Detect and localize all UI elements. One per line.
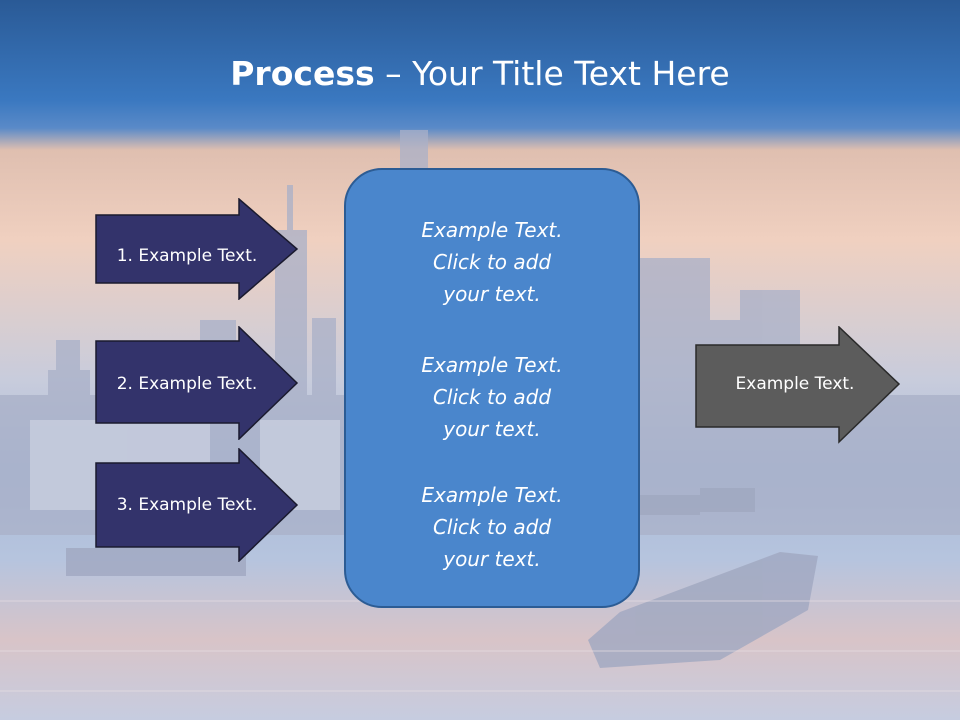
right-arrow[interactable]: Example Text. [695, 326, 901, 444]
title-bold: Process [230, 54, 375, 93]
slide-title[interactable]: Process – Your Title Text Here [0, 52, 960, 96]
center-text-2-line2: Click to add [432, 385, 552, 409]
center-text-1-line2: Click to add [432, 250, 552, 274]
center-text-3-line2: Click to add [432, 515, 552, 539]
left-arrow-1[interactable]: 1. Example Text. [95, 198, 299, 300]
left-arrow-1-label: 1. Example Text. [116, 246, 258, 266]
right-arrow-shape-icon [95, 198, 299, 300]
center-text-2-line1: Example Text. [421, 353, 563, 377]
center-text-block-2: Example Text. Click to add your text. [346, 349, 638, 445]
center-text-block-1: Example Text. Click to add your text. [346, 214, 638, 310]
center-text-1-line3: your text. [443, 282, 541, 306]
left-arrow-2-label: 2. Example Text. [116, 374, 258, 394]
title-rest: – Your Title Text Here [374, 54, 730, 93]
right-arrow-shape-icon [95, 326, 299, 440]
right-arrow-label: Example Text. [735, 374, 855, 394]
center-text-2-line3: your text. [443, 417, 541, 441]
right-arrow-shape-icon [695, 326, 901, 444]
left-arrow-2[interactable]: 2. Example Text. [95, 326, 299, 440]
center-text-3-line1: Example Text. [421, 483, 563, 507]
right-arrow-shape-icon [95, 448, 299, 562]
left-arrow-3-label: 3. Example Text. [116, 495, 258, 515]
center-text-1-line1: Example Text. [421, 218, 563, 242]
center-text-block-3: Example Text. Click to add your text. [346, 479, 638, 575]
center-text-box[interactable]: Example Text. Click to add your text. Ex… [344, 168, 640, 608]
left-arrow-3[interactable]: 3. Example Text. [95, 448, 299, 562]
center-text-3-line3: your text. [443, 547, 541, 571]
